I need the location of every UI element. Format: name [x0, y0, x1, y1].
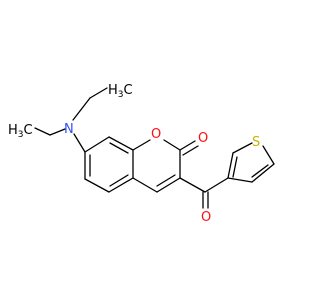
bond-c8-c8a: [108, 136, 134, 151]
bond-c4-c4a: [132, 177, 158, 193]
lactone-oxygen-label: O: [198, 131, 208, 146]
methyl-top-label: H3C: [108, 83, 133, 100]
bond-c8a-o1: [132, 139, 151, 151]
bond-c2-o-lactone-a: [179, 140, 196, 151]
nitrogen-label: N: [64, 122, 74, 137]
bond-ch2-n-top: [72, 97, 91, 121]
bond-c2-o-lactone-b: [182, 145, 199, 156]
methyl-left-label: H3C: [8, 123, 33, 140]
bonds: [34, 87, 275, 209]
bond-c3-ccarbonyl: [179, 177, 206, 193]
bond-th-c4-c3: [227, 177, 253, 183]
bond-c3-c4: [156, 177, 181, 193]
bond-th-c5-c4-inner: [251, 164, 269, 178]
bond-th-c3-c2: [227, 152, 234, 179]
bond-c3-c4-inner: [156, 174, 176, 187]
sulfur-label: S: [252, 135, 260, 150]
bond-th-s-c5: [262, 145, 275, 165]
ring-oxygen-label: O: [151, 127, 161, 142]
bond-c4a-c5-inner: [109, 174, 129, 187]
bond-ch3-ch2-left: [34, 127, 51, 136]
structure-canvas: H3C H3C N O O O S: [8, 83, 275, 225]
bond-th-c3-c2-inner: [232, 156, 238, 178]
bond-c4a-c5: [108, 177, 134, 193]
atom-labels: H3C H3C N O O O S: [8, 83, 260, 225]
bond-th-c5-c4: [251, 163, 275, 183]
bond-o1-c2: [163, 139, 181, 151]
bond-th-c2-s: [232, 142, 253, 154]
bond-ccarbonyl-c3thio: [204, 177, 229, 193]
ketone-oxygen-label: O: [201, 210, 211, 225]
molecule-diagram: H3C H3C N O O O S: [8, 83, 275, 225]
bond-ch2-n-left: [49, 128, 66, 136]
bond-c7-c8: [84, 136, 110, 153]
bond-n-c7: [73, 133, 86, 153]
bond-c8-c8a-inner: [109, 142, 129, 154]
bond-c5-c6: [84, 178, 110, 193]
bond-ch3-ch2-top: [89, 87, 108, 99]
